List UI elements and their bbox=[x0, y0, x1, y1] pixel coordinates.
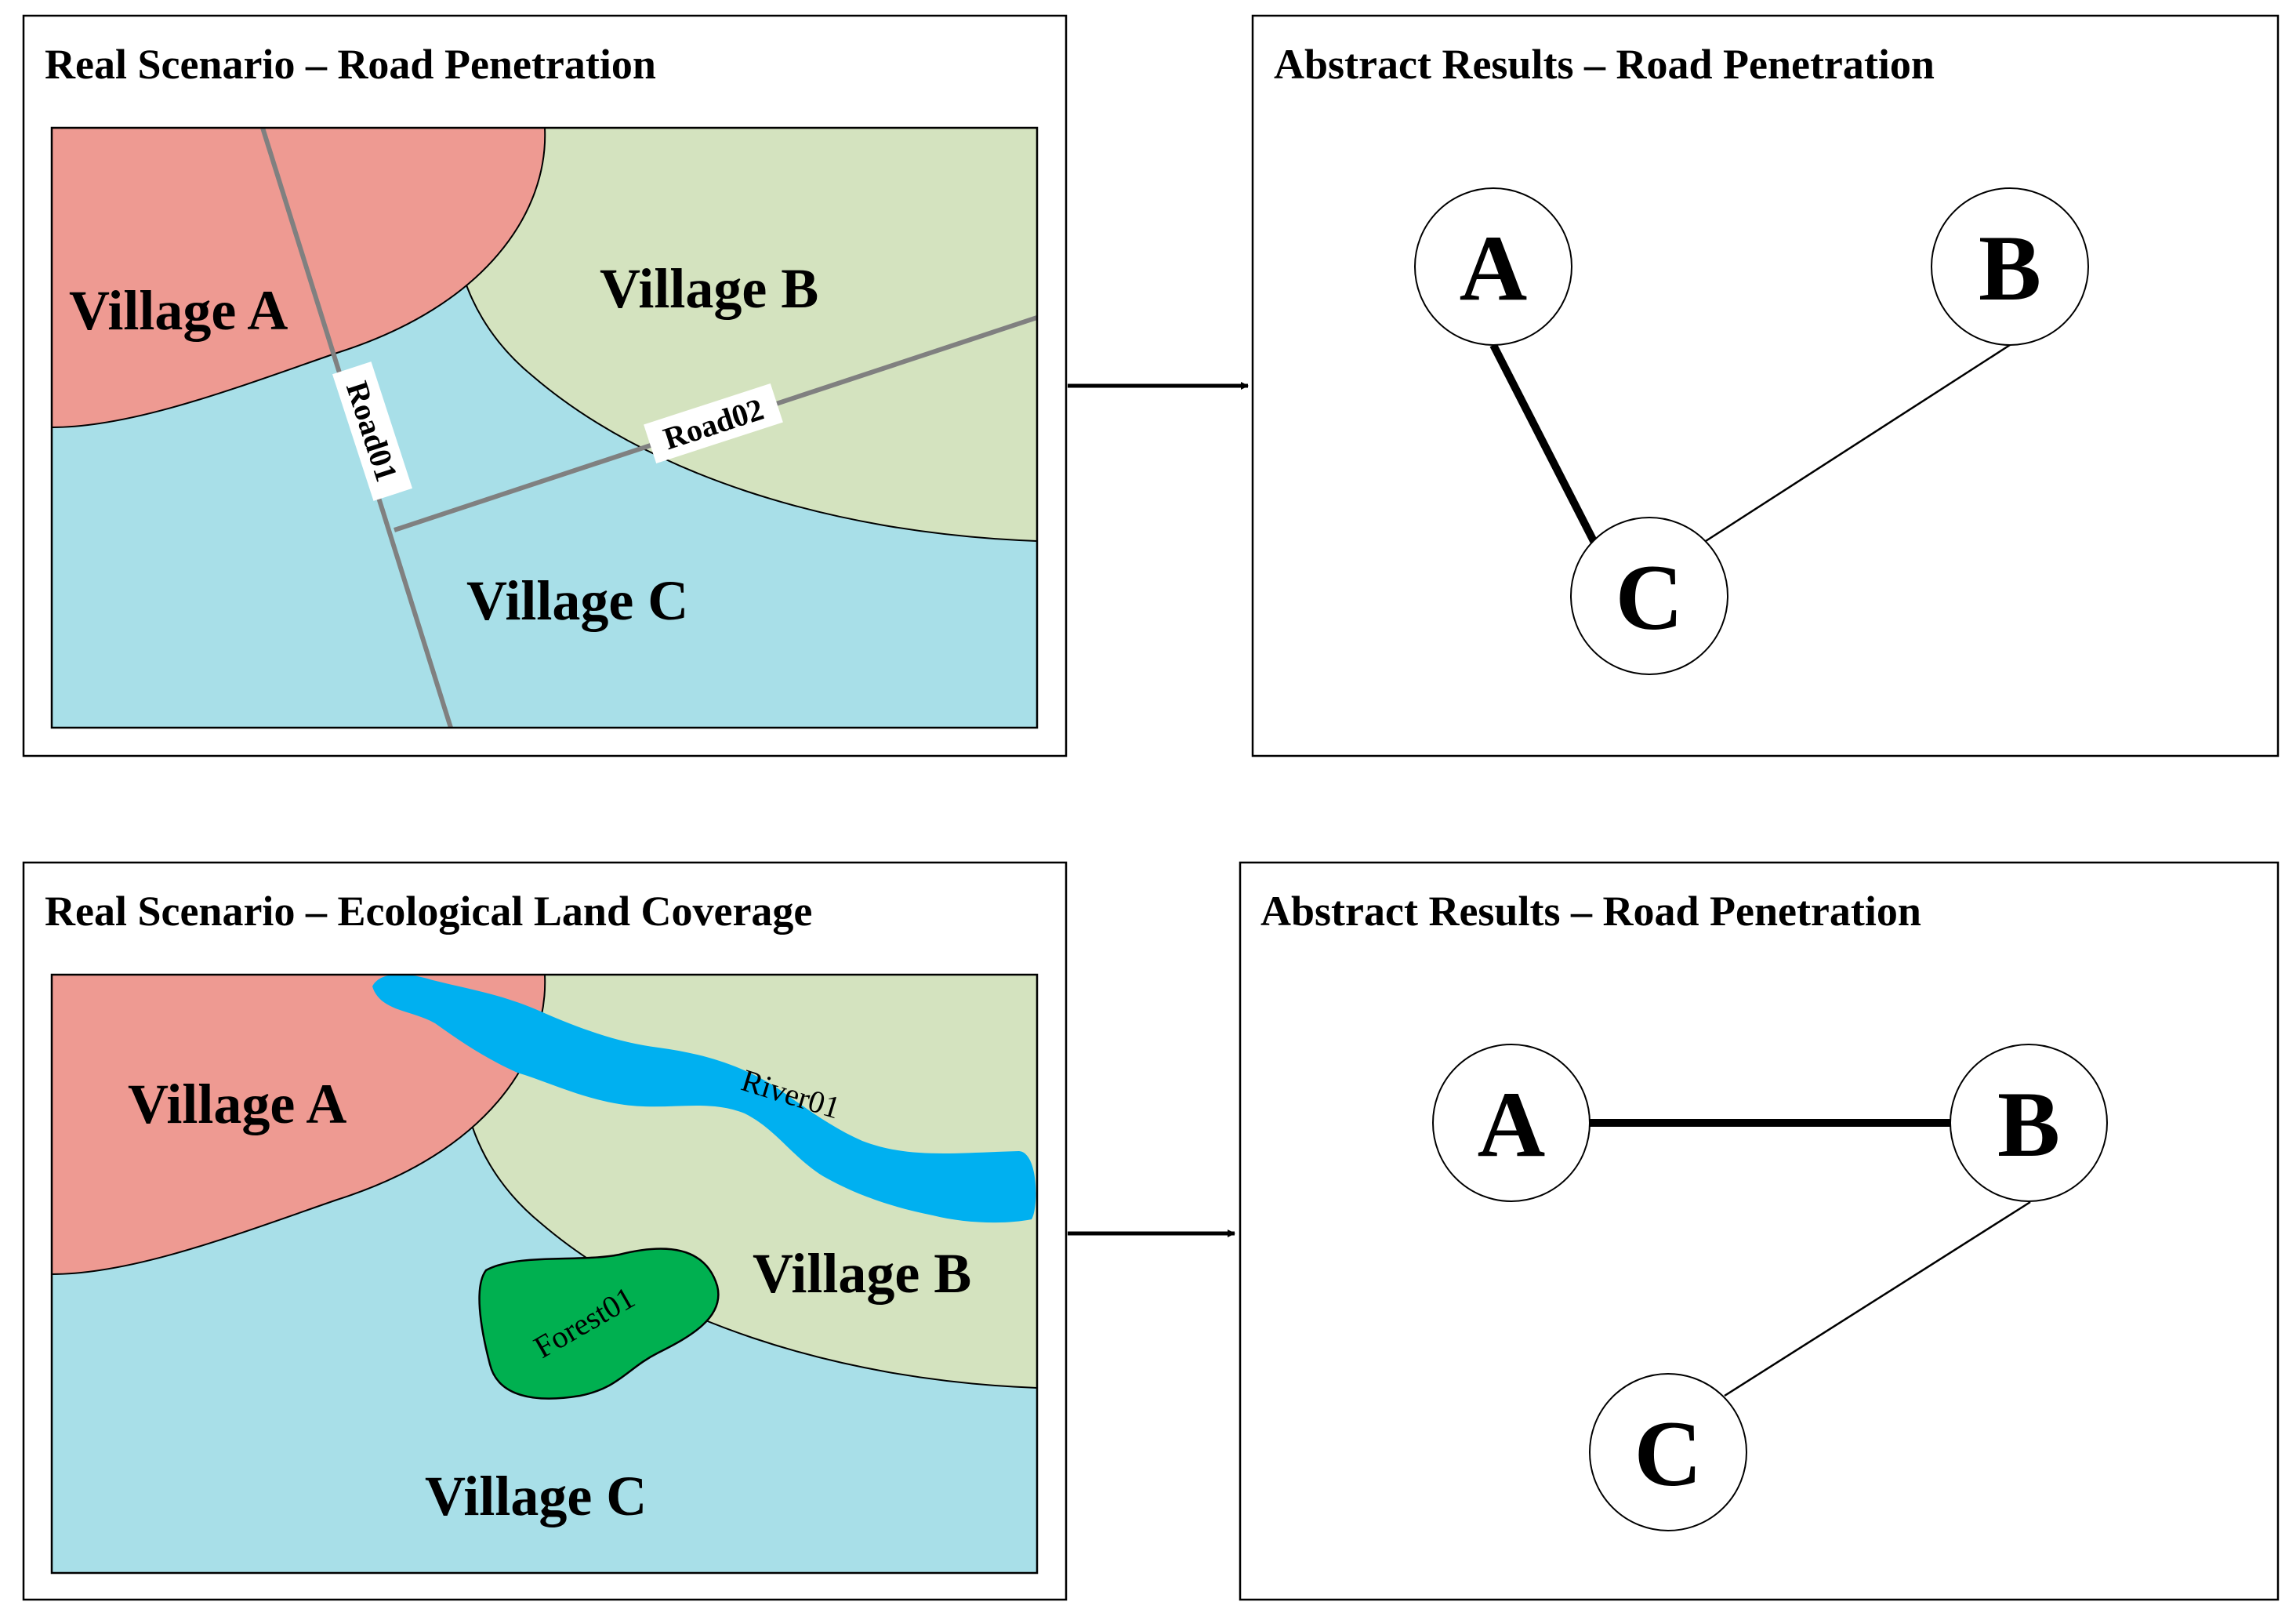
village-a-label: Village A bbox=[128, 1073, 346, 1135]
panel-title: Abstract Results – Road Penetration bbox=[1274, 41, 1935, 88]
node-c: C bbox=[1589, 1373, 1747, 1531]
map-top bbox=[52, 128, 1037, 728]
node-a-circle bbox=[1432, 1044, 1591, 1202]
node-a: A bbox=[1414, 187, 1572, 346]
edge-b-c bbox=[1705, 343, 2011, 543]
node-c-label: C bbox=[1616, 545, 1684, 649]
node-c-label: C bbox=[1634, 1401, 1703, 1506]
node-b-label: B bbox=[1997, 1072, 2060, 1176]
panel-frame bbox=[1239, 861, 2280, 1601]
panel-frame bbox=[1251, 14, 2280, 757]
node-a-label: A bbox=[1478, 1072, 1546, 1176]
node-b: B bbox=[1931, 187, 2089, 346]
node-c: C bbox=[1570, 517, 1728, 675]
node-a: A bbox=[1432, 1044, 1591, 1202]
edge-a-c bbox=[1489, 343, 1598, 545]
node-c-circle bbox=[1570, 517, 1728, 675]
river01-shape bbox=[372, 975, 1036, 1223]
panel-title: Abstract Results – Road Penetration bbox=[1260, 888, 1921, 935]
panel-real-road-penetration: Real Scenario – Road Penetration Road01 … bbox=[22, 14, 1068, 757]
panel-real-ecological: Real Scenario – Ecological Land Coverage… bbox=[22, 861, 1068, 1601]
node-a-circle bbox=[1414, 187, 1572, 346]
map-bottom-frame bbox=[50, 973, 1039, 1575]
panel-title: Real Scenario – Ecological Land Coverage bbox=[45, 888, 812, 935]
village-b-label: Village B bbox=[753, 1242, 971, 1305]
map-bottom bbox=[52, 975, 1037, 1573]
node-c-circle bbox=[1589, 1373, 1747, 1531]
forest01-shape bbox=[478, 1248, 720, 1400]
node-a-label: A bbox=[1460, 216, 1528, 320]
node-b-circle bbox=[1950, 1044, 2108, 1202]
panel-title: Real Scenario – Road Penetration bbox=[45, 41, 656, 88]
village-c-label: Village C bbox=[466, 569, 688, 632]
panel-abstract-top: Abstract Results – Road Penetration A B … bbox=[1251, 14, 2280, 757]
village-a-area bbox=[52, 128, 546, 429]
village-a-label: Village A bbox=[69, 279, 288, 342]
panel-abstract-bottom: Abstract Results – Road Penetration A B … bbox=[1239, 861, 2280, 1601]
map-top-frame bbox=[50, 126, 1039, 729]
edge-b-c bbox=[1724, 1200, 2031, 1397]
village-c-label: Village C bbox=[425, 1465, 647, 1527]
village-b-label: Village B bbox=[600, 257, 818, 320]
node-b: B bbox=[1950, 1044, 2108, 1202]
node-b-label: B bbox=[1979, 216, 2041, 320]
node-b-circle bbox=[1931, 187, 2089, 346]
